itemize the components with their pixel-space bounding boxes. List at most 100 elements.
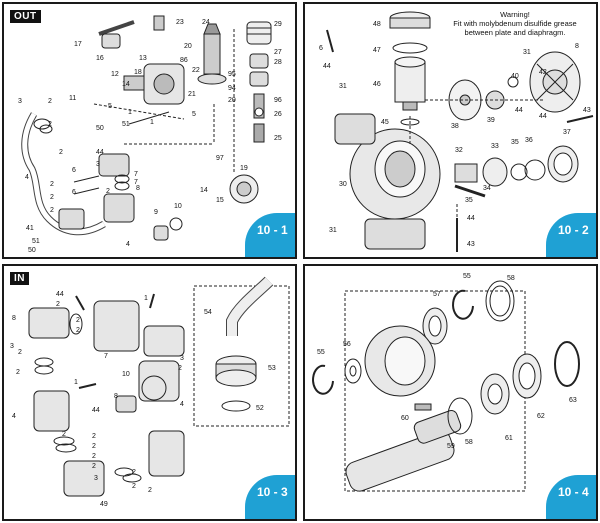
part-callout-53: 53 xyxy=(268,365,276,372)
part-callout-2: 2 xyxy=(148,487,152,494)
part-callout-8: 8 xyxy=(136,185,140,192)
part-callout-86: 86 xyxy=(180,57,188,64)
part-callout-44: 44 xyxy=(515,107,523,114)
part-callout-8: 8 xyxy=(114,393,118,400)
part-callout-3: 3 xyxy=(18,98,22,105)
part-callout-2: 2 xyxy=(50,194,54,201)
part-callout-58: 58 xyxy=(507,275,515,282)
part-callout-3: 3 xyxy=(94,475,98,482)
part-callout-54: 54 xyxy=(204,309,212,316)
part-callout-95: 95 xyxy=(228,71,236,78)
part-callout-61: 61 xyxy=(505,435,513,442)
part-callout-2: 2 xyxy=(50,207,54,214)
warning-title: Warning! xyxy=(500,10,530,19)
part-callout-2: 2 xyxy=(178,365,182,372)
part-callout-55: 55 xyxy=(463,273,471,280)
part-callout-2: 2 xyxy=(62,431,66,438)
crankshaft-drawing: 55 58 57 55 56 60 58 59 61 62 63 xyxy=(312,273,580,492)
part-callout-22: 22 xyxy=(192,67,200,74)
part-callout-51: 51 xyxy=(32,238,40,245)
part-callout-20: 20 xyxy=(184,43,192,50)
part-callout-7: 7 xyxy=(134,179,138,186)
part-callout-3: 3 xyxy=(180,355,184,362)
part-callout-2: 2 xyxy=(132,469,136,476)
part-callout-50: 50 xyxy=(96,125,104,132)
part-callout-2: 2 xyxy=(132,483,136,490)
part-callout-47: 47 xyxy=(373,47,381,54)
part-callout-30: 30 xyxy=(339,181,347,188)
part-callout-4: 4 xyxy=(126,241,130,248)
exploded-view-panel-10-2: Warning! Fit with molybdenum disulfide g… xyxy=(303,2,598,259)
part-callout-50: 50 xyxy=(28,247,36,254)
part-callout-4: 4 xyxy=(12,413,16,420)
part-callout-43: 43 xyxy=(583,107,591,114)
part-callout-29: 29 xyxy=(274,21,282,28)
part-callout-2: 2 xyxy=(48,121,52,128)
part-callout-57: 57 xyxy=(433,291,441,298)
figure-badge-10-4: 10 - 4 xyxy=(546,475,596,519)
part-callout-31: 31 xyxy=(329,227,337,234)
part-callout-26: 26 xyxy=(274,111,282,118)
part-callout-11: 11 xyxy=(69,95,76,102)
part-callout-27: 27 xyxy=(274,49,282,56)
part-callout-96: 96 xyxy=(274,97,282,104)
part-callout-44: 44 xyxy=(539,113,547,120)
part-callout-59: 59 xyxy=(447,443,455,450)
part-callout-94: 94 xyxy=(228,85,236,92)
part-callout-31: 31 xyxy=(523,49,531,56)
part-callout-32: 32 xyxy=(455,147,463,154)
part-callout-2: 2 xyxy=(92,433,96,440)
part-callout-62: 62 xyxy=(537,413,545,420)
part-callout-14: 14 xyxy=(200,187,208,194)
warning-note: Warning! Fit with molybdenum disulfide g… xyxy=(435,10,595,37)
part-callout-44: 44 xyxy=(467,215,475,222)
part-callout-44: 44 xyxy=(96,149,104,156)
pump-head-drawing: 48 47 46 45 6 44 31 30 31 38 39 40 44 31… xyxy=(319,11,594,252)
part-callout-6: 6 xyxy=(319,45,323,52)
part-callout-5: 5 xyxy=(108,103,112,110)
part-callout-14: 14 xyxy=(122,81,130,88)
part-callout-17: 17 xyxy=(74,41,82,48)
part-callout-97: 97 xyxy=(216,155,224,162)
exploded-view-panel-10-3: IN xyxy=(2,264,297,521)
part-callout-21: 21 xyxy=(188,91,196,98)
part-callout-4: 4 xyxy=(180,401,184,408)
part-callout-38: 38 xyxy=(451,123,459,130)
outlet-manifold-drawing: 3 2 2 2 4 2 2 2 41 51 50 6 6 44 3 2 7 7 … xyxy=(18,15,282,254)
inlet-tag: IN xyxy=(10,272,29,285)
part-callout-40: 40 xyxy=(511,73,519,80)
part-callout-2: 2 xyxy=(92,463,96,470)
part-callout-41: 41 xyxy=(26,225,34,232)
part-callout-39: 39 xyxy=(487,117,495,124)
part-callout-28: 28 xyxy=(274,59,282,66)
part-callout-2: 2 xyxy=(76,327,80,334)
part-callout-36: 36 xyxy=(525,137,533,144)
part-callout-20: 20 xyxy=(228,97,236,104)
warning-line-1: Fit with molybdenum disulfide grease xyxy=(453,19,577,28)
part-callout-2: 2 xyxy=(76,317,80,324)
part-callout-1: 1 xyxy=(144,295,148,302)
warning-line-2: between plate and diaphragm. xyxy=(464,28,566,37)
part-callout-43: 43 xyxy=(467,241,475,248)
part-callout-25: 25 xyxy=(274,135,282,142)
outlet-tag: OUT xyxy=(10,10,41,23)
part-callout-31: 31 xyxy=(339,83,347,90)
part-callout-2: 2 xyxy=(48,98,52,105)
part-callout-18: 18 xyxy=(134,69,142,76)
part-callout-37: 37 xyxy=(563,129,571,136)
part-callout-13: 13 xyxy=(139,55,147,62)
part-callout-5: 5 xyxy=(192,111,196,118)
part-callout-2: 2 xyxy=(50,181,54,188)
part-callout-4: 4 xyxy=(25,174,29,181)
part-callout-44: 44 xyxy=(92,407,100,414)
part-callout-9: 9 xyxy=(154,209,158,216)
part-callout-60: 60 xyxy=(401,415,409,422)
part-callout-10: 10 xyxy=(174,203,182,210)
part-callout-2: 2 xyxy=(92,453,96,460)
inlet-manifold-drawing: 44 2 8 3 2 2 2 2 1 7 3 2 1 44 4 10 8 4 2… xyxy=(10,276,290,508)
part-callout-48: 48 xyxy=(373,21,381,28)
part-callout-1: 1 xyxy=(128,109,132,116)
part-callout-24: 24 xyxy=(202,19,210,26)
part-callout-15: 15 xyxy=(216,197,224,204)
part-callout-6: 6 xyxy=(72,189,76,196)
